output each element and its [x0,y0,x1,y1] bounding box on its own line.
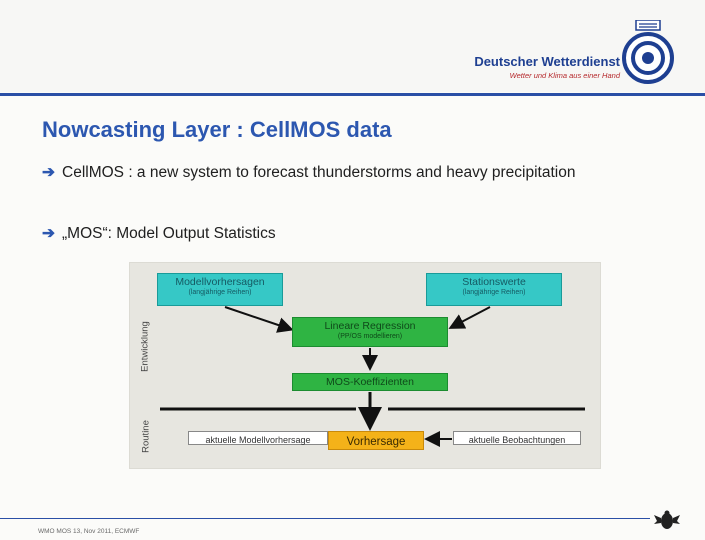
phase-label-routine: Routine [140,420,152,453]
box-forecast: Vorhersage [328,431,424,450]
arrow-right-icon: ➔ [42,225,55,242]
box-label: MOS-Koeffizienten [326,376,414,388]
org-name: Deutscher Wetterdienst [474,54,620,69]
box-station-values: Stationswerte (langjährige Reihen) [426,273,562,306]
arrow-station-to-regression [448,306,491,329]
header-rule [0,93,705,96]
box-label: aktuelle Beobachtungen [468,435,566,445]
box-model-forecasts: Modellvorhersagen (langjährige Reihen) [157,273,283,306]
box-label: Stationswerte [462,276,526,288]
footer-text: WMO MOS 13, Nov 2011, ECMWF [38,528,140,535]
box-linear-regression: Lineare Regression (PP/OS modellieren) [292,317,448,347]
box-label: Modellvorhersagen [175,276,265,288]
org-tagline: Wetter und Klima aus einer Hand [509,71,620,80]
federal-eagle-icon [654,510,680,529]
footer-rule [0,518,650,519]
arrow-right-icon: ➔ [42,164,55,181]
box-mos-coefficients: MOS-Koeffizienten [292,373,448,391]
diagram-connectors [160,306,585,447]
box-current-observations: aktuelle Beobachtungen [453,431,581,445]
box-label: Lineare Regression [324,320,416,332]
box-label: Vorhersage [346,436,406,448]
phase-label-development: Entwicklung [139,321,151,372]
box-sublabel: (PP/OS modellieren) [337,333,403,340]
arrow-modell-to-regression [224,306,294,333]
bullet-item: ➔ „MOS“: Model Output Statistics [42,223,672,244]
box-sublabel: (langjährige Reihen) [462,289,526,296]
box-current-model-forecast: aktuelle Modellvorhersage [188,431,328,445]
bullet-text: „MOS“: Model Output Statistics [62,225,276,242]
bullet-text: CellMOS : a new system to forecast thund… [62,164,576,181]
slide-title: Nowcasting Layer : CellMOS data [42,117,392,142]
box-sublabel: (langjährige Reihen) [188,289,252,296]
cellmos-flow-diagram: Entwicklung Routine Modellvorhersagen (l… [129,262,601,469]
box-label: aktuelle Modellvorhersage [205,435,311,445]
dwd-swirl-logo-icon [622,20,674,84]
bullet-item: ➔ CellMOS : a new system to forecast thu… [42,162,672,183]
slide-header [0,0,705,92]
